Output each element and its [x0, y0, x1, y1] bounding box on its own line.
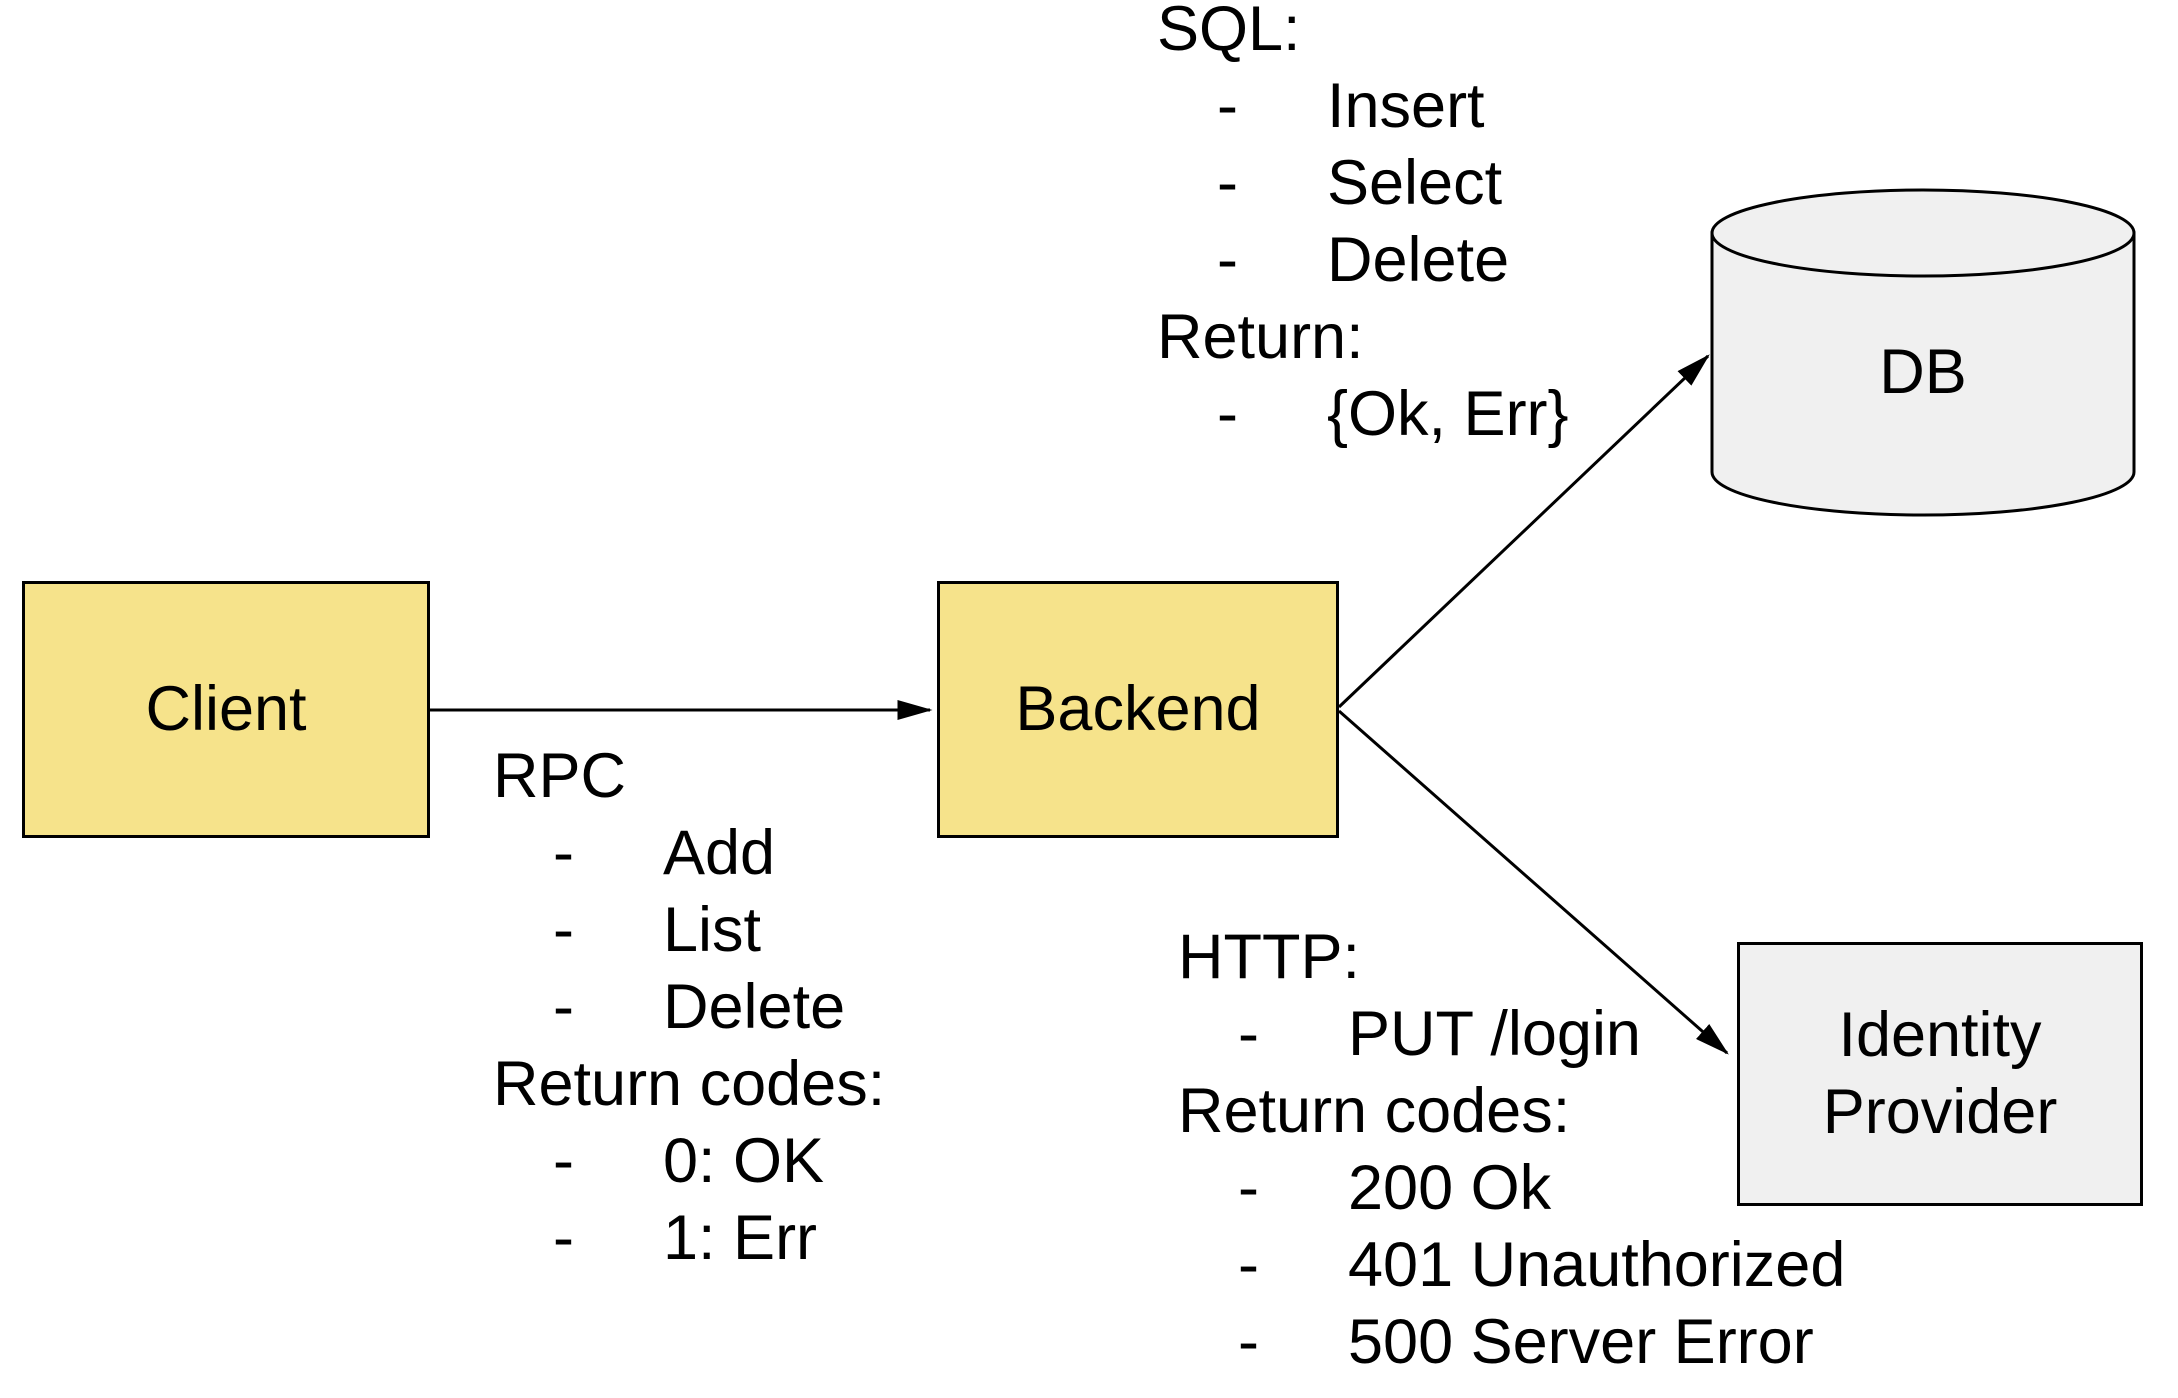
annotation-rpc-item: - 0: OK — [493, 1123, 885, 1200]
annotation-http-item: - 401 Unauthorized — [1178, 1227, 1845, 1304]
annotation-sql-item-label: Delete — [1327, 225, 1510, 295]
annotation-rpc-subheading: Return codes: — [493, 1049, 886, 1119]
edge-backend-to-db — [1337, 354, 1710, 709]
bullet-dash: - — [553, 1203, 574, 1273]
annotation-rpc-heading: RPC — [493, 741, 627, 811]
annotation-sql-item: - Delete — [1157, 222, 1569, 299]
annotation-rpc-item: - Add — [493, 815, 885, 892]
annotation-sql-heading: SQL: — [1157, 0, 1301, 64]
node-backend-label: Backend — [1015, 674, 1261, 744]
annotation-http-item-label: 401 Unauthorized — [1348, 1230, 1846, 1300]
node-backend: Backend — [937, 581, 1339, 838]
bullet-dash: - — [1238, 999, 1259, 1069]
annotation-http: HTTP: - PUT /login Return codes: - 200 O… — [1178, 919, 1845, 1381]
node-identity-provider: Identity Provider — [1737, 942, 2143, 1206]
db-cylinder — [1710, 188, 2136, 517]
bullet-dash: - — [553, 1126, 574, 1196]
db-cylinder-top — [1710, 188, 2136, 278]
bullet-dash: - — [1217, 225, 1238, 295]
bullet-dash: - — [1238, 1230, 1259, 1300]
annotation-http-item-label: PUT /login — [1348, 999, 1641, 1069]
annotation-rpc-item-label: 0: OK — [663, 1126, 825, 1196]
bullet-dash: - — [1217, 379, 1238, 449]
annotation-rpc-item-label: Delete — [663, 972, 846, 1042]
annotation-rpc: RPC - Add - List - Delete Return codes: … — [493, 738, 885, 1277]
annotation-http-item: - PUT /login — [1178, 996, 1845, 1073]
bullet-dash: - — [1238, 1307, 1259, 1377]
bullet-dash: - — [553, 972, 574, 1042]
annotation-sql-item: - {Ok, Err} — [1157, 376, 1569, 453]
annotation-rpc-item-label: 1: Err — [663, 1203, 818, 1273]
annotation-http-item-label: 500 Server Error — [1348, 1307, 1814, 1377]
node-client-label: Client — [145, 674, 307, 744]
annotation-rpc-item-label: List — [663, 895, 762, 965]
bullet-dash: - — [1217, 148, 1238, 218]
bullet-dash: - — [553, 818, 574, 888]
bullet-dash: - — [1238, 1153, 1259, 1223]
edge-backend-to-identity-provider — [1338, 709, 1729, 1055]
annotation-http-subheading: Return codes: — [1178, 1076, 1571, 1146]
annotation-http-item-label: 200 Ok — [1348, 1153, 1552, 1223]
bullet-dash: - — [553, 895, 574, 965]
annotation-http-item: - 200 Ok — [1178, 1150, 1845, 1227]
annotation-http-heading: HTTP: — [1178, 922, 1360, 992]
annotation-sql-item-label: Insert — [1327, 71, 1485, 141]
annotation-sql-item-label: Select — [1327, 148, 1503, 218]
annotation-sql-item: - Insert — [1157, 68, 1569, 145]
annotation-sql-item-label: {Ok, Err} — [1327, 379, 1569, 449]
annotation-rpc-item: - List — [493, 892, 885, 969]
node-identity-provider-label: Identity Provider — [1822, 1000, 2058, 1147]
annotation-sql-subheading: Return: — [1157, 302, 1364, 372]
annotation-rpc-item: - Delete — [493, 969, 885, 1046]
annotation-sql-item: - Select — [1157, 145, 1569, 222]
node-client: Client — [22, 581, 430, 838]
annotation-http-item: - 500 Server Error — [1178, 1304, 1845, 1381]
annotation-sql: SQL: - Insert - Select - Delete Return: … — [1157, 0, 1569, 453]
annotation-rpc-item: - 1: Err — [493, 1200, 885, 1277]
bullet-dash: - — [1217, 71, 1238, 141]
db-cylinder-body — [1710, 231, 2136, 517]
annotation-rpc-item-label: Add — [663, 818, 776, 888]
node-db-label: DB — [1879, 336, 1967, 407]
